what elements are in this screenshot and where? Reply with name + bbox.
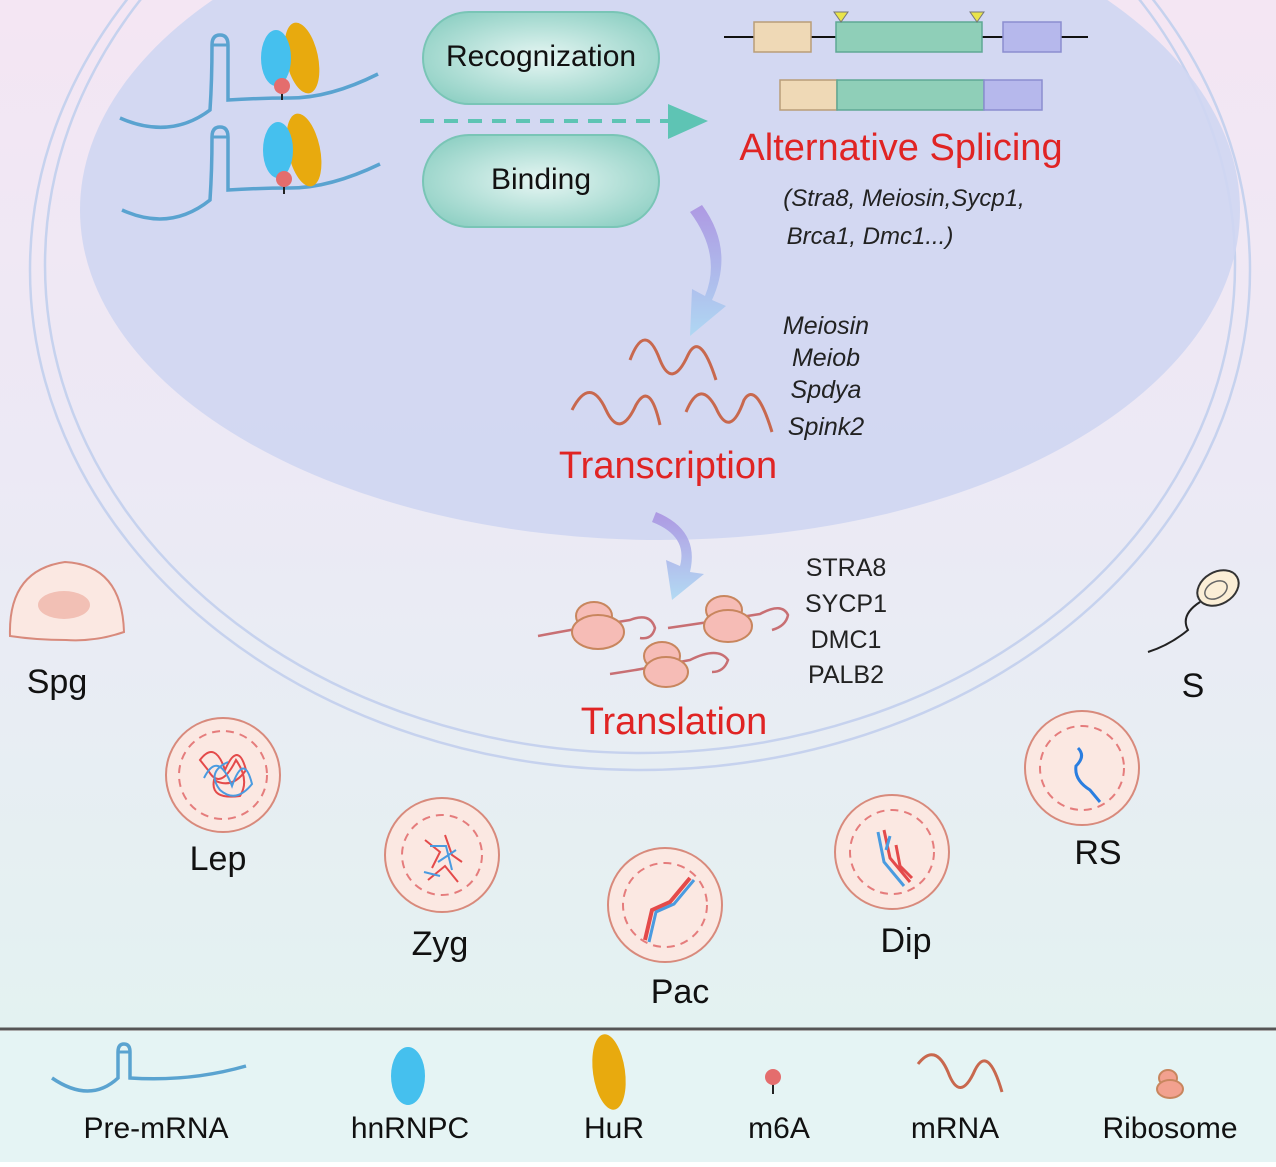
binding-label: Binding bbox=[491, 163, 591, 196]
transcription-gene-4: Spink2 bbox=[788, 413, 865, 441]
translation-ribosomes bbox=[537, 595, 790, 688]
splicing-genes-line2: Brca1, Dmc1...) bbox=[787, 223, 954, 250]
curved-arrow-to-translation bbox=[652, 512, 704, 600]
rs-cell bbox=[1024, 710, 1140, 826]
legend-pre-mrna-label: Pre-mRNA bbox=[83, 1112, 228, 1145]
legend-m6a-label: m6A bbox=[748, 1112, 810, 1145]
zyg-cell bbox=[384, 797, 500, 913]
pac-label: Pac bbox=[651, 973, 710, 1011]
hur-protein bbox=[286, 113, 322, 187]
legend-mrna-icon bbox=[916, 1053, 1004, 1093]
recognization-capsule bbox=[422, 11, 660, 105]
alternative-splicing-title: Alternative Splicing bbox=[739, 127, 1062, 169]
dip-label: Dip bbox=[880, 922, 931, 960]
transcription-gene-1: Meiosin bbox=[783, 312, 869, 340]
pac-cell bbox=[607, 847, 723, 963]
legend-background bbox=[0, 1031, 1276, 1162]
translation-protein-1: STRA8 bbox=[806, 554, 887, 582]
pre-splice-gene-model bbox=[724, 11, 1088, 53]
translation-protein-2: SYCP1 bbox=[805, 590, 887, 618]
m6a-mark bbox=[276, 171, 292, 187]
sperm-cell bbox=[1147, 569, 1240, 653]
transcription-title: Transcription bbox=[559, 445, 777, 487]
spg-nucleus bbox=[38, 591, 90, 619]
legend-hnrnpc-label: hnRNPC bbox=[351, 1112, 469, 1145]
legend-hnrnpc-icon bbox=[391, 1047, 425, 1105]
legend-m6a-icon bbox=[765, 1069, 781, 1094]
lep-label: Lep bbox=[190, 840, 247, 878]
hur-protein bbox=[284, 22, 320, 94]
legend-hur-label: HuR bbox=[584, 1112, 644, 1145]
rs-label: RS bbox=[1074, 834, 1121, 872]
cell-outer-ring bbox=[28, 0, 1252, 772]
zyg-label: Zyg bbox=[412, 925, 469, 963]
dip-cell bbox=[834, 794, 950, 910]
spg-label: Spg bbox=[27, 663, 88, 701]
binding-capsule bbox=[422, 134, 660, 228]
legend-ribosome-label: Ribosome bbox=[1102, 1112, 1237, 1145]
transcription-gene-3: Spdya bbox=[791, 376, 862, 404]
legend-ribosome-icon bbox=[1156, 1069, 1184, 1099]
s-label: S bbox=[1182, 667, 1205, 705]
translation-protein-4: PALB2 bbox=[808, 661, 884, 689]
mrna-waves bbox=[570, 338, 774, 433]
complex-upper bbox=[119, 22, 379, 130]
hnrnpc-protein bbox=[263, 122, 293, 178]
recognization-label: Recognization bbox=[446, 40, 636, 73]
complex-lower bbox=[121, 113, 381, 221]
legend-pre-mrna-icon bbox=[51, 1042, 247, 1093]
dashed-arrow-head bbox=[668, 104, 708, 139]
spliced-gene-model bbox=[779, 79, 1043, 111]
legend-mrna-label: mRNA bbox=[911, 1112, 999, 1145]
splicing-genes-line1: (Stra8, Meiosin,Sycp1, bbox=[783, 185, 1024, 212]
lep-cell bbox=[165, 717, 281, 833]
translation-title: Translation bbox=[581, 701, 768, 743]
hnrnpc-protein bbox=[261, 30, 291, 86]
m6a-mark bbox=[274, 78, 290, 94]
cell-inner-ring bbox=[43, 0, 1237, 755]
transcription-gene-2: Meiob bbox=[792, 344, 860, 372]
legend-hur-icon bbox=[592, 1034, 626, 1110]
curved-arrow-to-transcription bbox=[690, 205, 726, 336]
nucleus bbox=[80, 0, 1240, 540]
translation-protein-3: DMC1 bbox=[811, 626, 882, 654]
